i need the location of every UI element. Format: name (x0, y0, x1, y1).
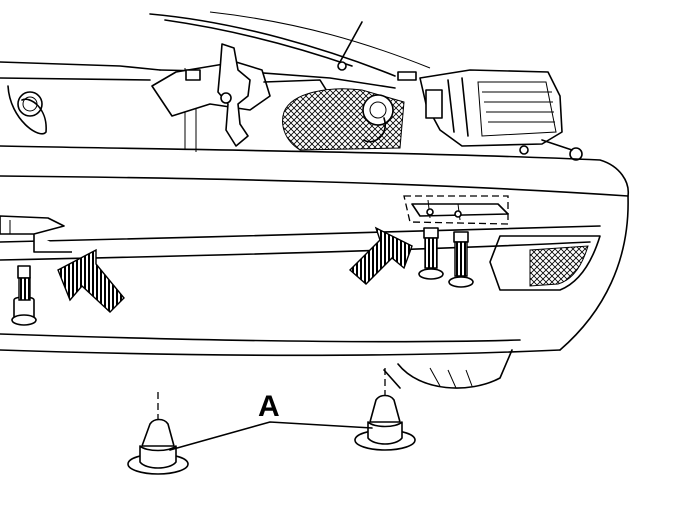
bumper-cover (0, 145, 629, 389)
bolt-right-2 (448, 231, 474, 288)
arrow-left-icon (57, 248, 125, 313)
bolt-right-1 (418, 227, 444, 280)
horn-left (7, 85, 47, 135)
callout-label-a: A (258, 390, 280, 423)
bonnet-latch (151, 43, 331, 147)
push-clip-right (354, 394, 416, 451)
horn-right (362, 94, 394, 143)
bracket-left (0, 215, 72, 253)
callout-leader (169, 421, 373, 451)
arrow-right-icon (348, 226, 413, 285)
bracket-right (403, 195, 509, 225)
headlamp-unit (397, 69, 583, 161)
push-clip-left (127, 418, 189, 475)
bolt-left (11, 265, 37, 326)
